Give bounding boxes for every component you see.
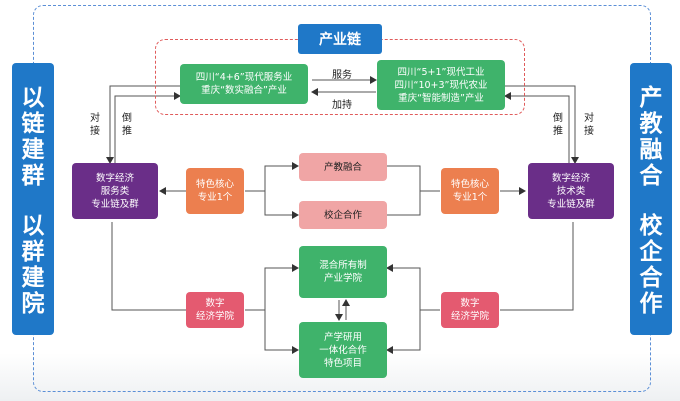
left-theme-line1: 以链建群 <box>21 85 45 189</box>
manufacturing-industry-line1: 四川“5+1”现代工业 <box>397 66 485 78</box>
school-enterprise-cooperation-box: 校企合作 <box>299 201 387 229</box>
left-theme-bar: 以链建群 以群建院 <box>12 63 54 335</box>
right-push-char1: 倒 <box>553 113 563 124</box>
right-core-line1: 特色核心 <box>450 179 489 190</box>
left-dock-label: 对 接 <box>90 112 100 138</box>
right-college-line1: 数字 <box>460 298 480 309</box>
right-dock-char2: 接 <box>584 126 594 137</box>
right-dock-char1: 对 <box>584 113 594 124</box>
right-cluster-line2: 技术类 <box>556 185 586 197</box>
left-dock-char2: 接 <box>90 126 100 137</box>
left-cluster-line2: 服务类 <box>100 185 130 197</box>
integrated-project-box: 产学研用 一体化合作 特色项目 <box>299 322 387 378</box>
industry-education-integration-box: 产教融合 <box>299 153 387 181</box>
left-push-label: 倒 推 <box>122 112 132 138</box>
integrated-project-line2: 一体化合作 <box>319 344 367 356</box>
industry-chain-title: 产业链 <box>298 24 382 54</box>
left-cluster-box: 数字经济 服务类 专业链及群 <box>72 163 158 219</box>
manufacturing-industry-box: 四川“5+1”现代工业 四川“10+3”现代农业 重庆“智能制造”产业 <box>377 60 505 110</box>
right-push-label: 倒 推 <box>553 112 563 138</box>
service-industry-box: 四川“4+6”现代服务业 重庆“数实融合”产业 <box>180 64 308 104</box>
right-theme-line2: 校企合作 <box>639 213 663 317</box>
right-theme-line1: 产教融合 <box>639 85 663 189</box>
left-core-line1: 特色核心 <box>195 179 234 190</box>
right-cluster-line1: 数字经济 <box>551 172 590 184</box>
arrow-label-serve: 服务 <box>332 70 352 81</box>
left-push-char1: 倒 <box>122 113 132 124</box>
industry-education-integration-label: 产教融合 <box>323 161 362 173</box>
left-cluster-line1: 数字经济 <box>95 172 134 184</box>
left-push-char2: 推 <box>122 126 132 137</box>
integrated-project-line1: 产学研用 <box>323 331 362 343</box>
right-theme-bar: 产教融合 校企合作 <box>630 63 672 335</box>
left-cluster-line3: 专业链及群 <box>91 198 139 210</box>
left-core-major-box: 特色核心 专业1个 <box>186 168 244 214</box>
right-dock-label: 对 接 <box>584 112 594 138</box>
left-college-line2: 经济学院 <box>195 311 234 322</box>
right-core-major-box: 特色核心 专业1个 <box>441 168 499 214</box>
right-college-line2: 经济学院 <box>450 311 489 322</box>
mixed-ownership-line1: 混合所有制 <box>319 260 367 271</box>
right-cluster-line3: 专业链及群 <box>547 198 595 210</box>
left-theme-line2: 以群建院 <box>21 213 45 317</box>
right-cluster-box: 数字经济 技术类 专业链及群 <box>528 163 614 219</box>
left-core-line2: 专业1个 <box>197 192 233 203</box>
service-industry-line1: 四川“4+6”现代服务业 <box>195 72 293 83</box>
service-industry-line2: 重庆“数实融合”产业 <box>201 85 287 96</box>
right-digital-economy-college-box: 数字 经济学院 <box>441 292 499 328</box>
arrow-label-support: 加持 <box>332 100 352 111</box>
manufacturing-industry-line2: 四川“10+3”现代农业 <box>394 79 488 91</box>
mixed-ownership-line2: 产业学院 <box>323 273 362 284</box>
school-enterprise-cooperation-label: 校企合作 <box>323 209 362 221</box>
manufacturing-industry-line3: 重庆“智能制造”产业 <box>398 92 484 104</box>
integrated-project-line3: 特色项目 <box>323 357 362 369</box>
left-digital-economy-college-box: 数字 经济学院 <box>186 292 244 328</box>
left-college-line1: 数字 <box>205 298 225 309</box>
right-push-char2: 推 <box>553 126 563 137</box>
left-dock-char1: 对 <box>90 113 100 124</box>
mixed-ownership-college-box: 混合所有制 产业学院 <box>299 246 387 298</box>
right-core-line2: 专业1个 <box>452 192 488 203</box>
